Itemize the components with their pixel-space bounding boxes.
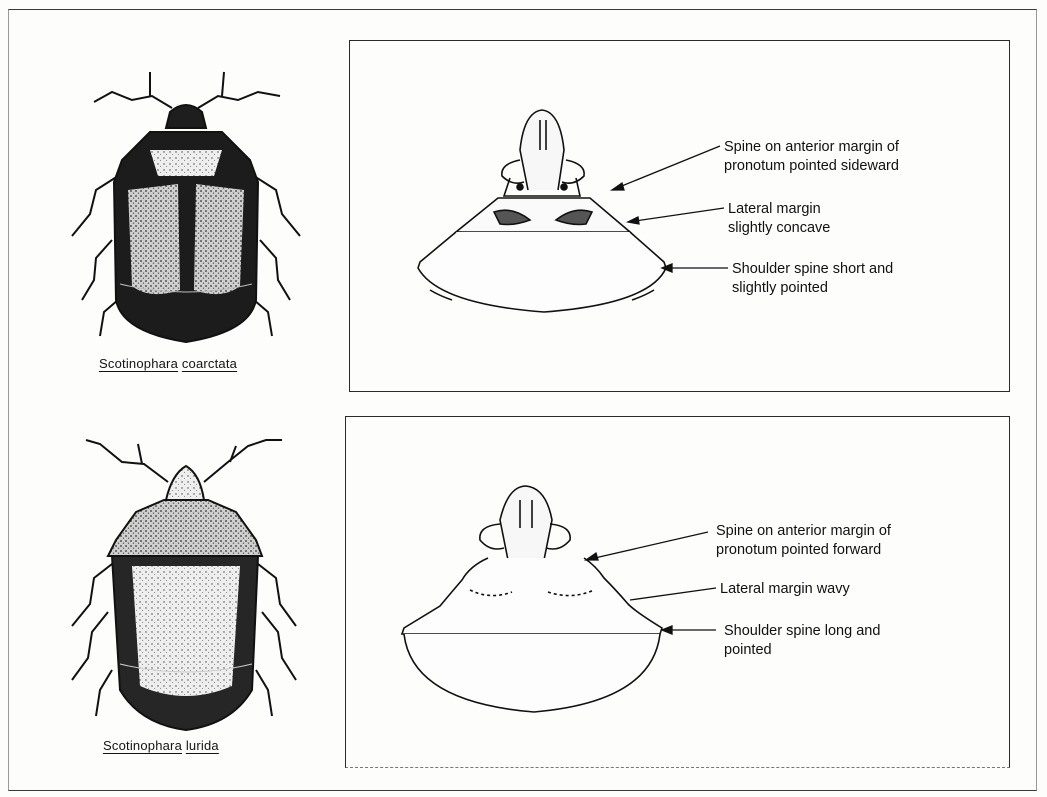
annotation-lateral-margin-coarctata: Lateral margin slightly concave xyxy=(728,200,830,238)
annotation-anterior-spine-lurida: Spine on anterior margin of pronotum poi… xyxy=(716,522,891,560)
pronotum-drawing-coarctata xyxy=(418,110,666,312)
epithet-label: coarctata xyxy=(182,356,237,371)
species-caption-coarctata: Scotinophara coarctata xyxy=(99,356,237,371)
annotation-shoulder-spine-coarctata: Shoulder spine short and slightly pointe… xyxy=(732,260,893,298)
annotation-shoulder-spine-lurida: Shoulder spine long and pointed xyxy=(724,622,880,660)
genus-label: Scotinophara xyxy=(99,356,178,371)
bug-illustration-coarctata xyxy=(72,72,300,342)
annotation-lateral-margin-lurida: Lateral margin wavy xyxy=(720,580,850,599)
species-caption-lurida: Scotinophara lurida xyxy=(103,738,219,753)
epithet-label: lurida xyxy=(186,738,219,753)
genus-label: Scotinophara xyxy=(103,738,182,753)
annotation-anterior-spine-coarctata: Spine on anterior margin of pronotum poi… xyxy=(724,138,899,176)
pronotum-drawing-lurida xyxy=(402,486,662,712)
bug-illustration-lurida xyxy=(72,440,296,730)
